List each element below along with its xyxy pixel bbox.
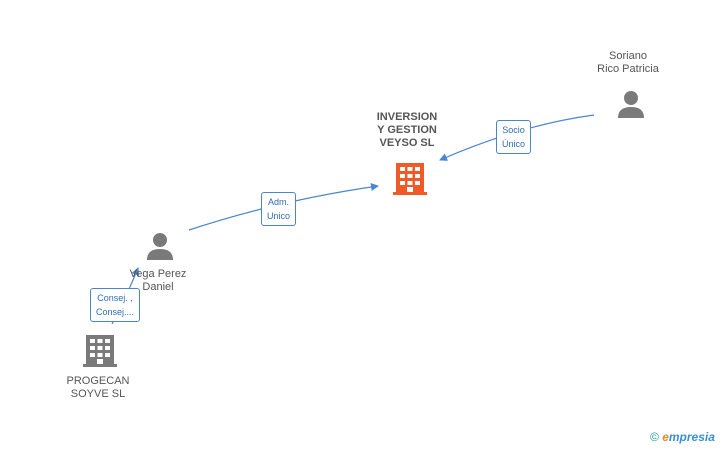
node-progecan-line-1: PROGECAN bbox=[66, 375, 130, 387]
person-icon[interactable] bbox=[145, 231, 175, 261]
role-badge-line-1: Socio bbox=[502, 125, 525, 135]
role-badge-adm-unico[interactable]: Adm. Unico bbox=[261, 192, 297, 226]
node-inversion-label[interactable]: INVERSION Y GESTION VEYSO SL bbox=[377, 111, 438, 150]
node-soriano-label[interactable]: Soriano Rico Patricia bbox=[597, 50, 659, 76]
node-vega-line-2: Daniel bbox=[142, 281, 174, 293]
building-icon[interactable] bbox=[83, 333, 117, 369]
node-vega-label[interactable]: Vega Perez Daniel bbox=[130, 268, 187, 294]
logo-text: mpresia bbox=[668, 430, 715, 444]
node-progecan-line-2: SOYVE SL bbox=[70, 388, 126, 400]
node-inversion-line-2: Y GESTION bbox=[377, 124, 437, 136]
node-vega-line-1: Vega Perez bbox=[129, 268, 187, 280]
person-icon[interactable] bbox=[616, 89, 646, 119]
role-badge-consejero[interactable]: Consej. , Consej.... bbox=[90, 288, 141, 322]
building-icon[interactable] bbox=[393, 161, 427, 197]
role-badge-line-2: Consej.... bbox=[96, 307, 135, 317]
role-badge-line-1: Consej. , bbox=[97, 293, 133, 303]
copyright-icon: © bbox=[650, 430, 659, 444]
role-badge-socio-unico[interactable]: Socio Único bbox=[496, 120, 532, 154]
role-badge-line-2: Único bbox=[502, 139, 526, 149]
node-soriano-line-1: Soriano bbox=[609, 50, 647, 62]
role-badge-line-1: Adm. bbox=[268, 197, 290, 207]
role-badge-line-2: Unico bbox=[267, 211, 291, 221]
node-inversion-line-1: INVERSION bbox=[376, 111, 438, 123]
empresia-logo: empresia bbox=[662, 430, 715, 444]
empresia-watermark: © empresia bbox=[650, 430, 715, 444]
node-inversion-line-3: VEYSO SL bbox=[379, 137, 435, 149]
node-soriano-line-2: Rico Patricia bbox=[597, 63, 659, 75]
logo-letter: e bbox=[662, 430, 669, 444]
node-progecan-label[interactable]: PROGECAN SOYVE SL bbox=[67, 375, 130, 401]
